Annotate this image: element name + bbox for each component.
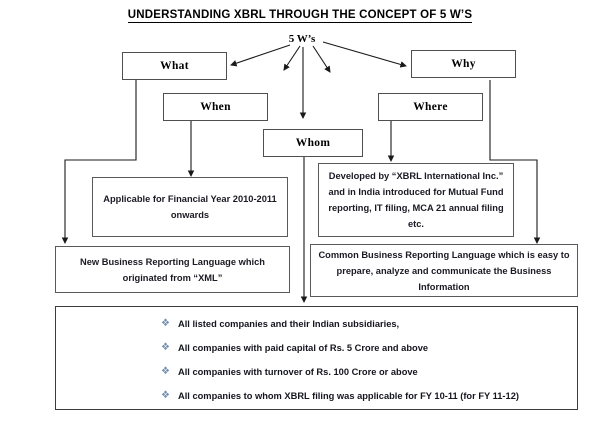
list-item: ❖ All companies with turnover of Rs. 100… (56, 364, 577, 388)
node-whom[interactable]: Whom (263, 129, 363, 157)
diamond-bullet-icon: ❖ (161, 342, 170, 353)
node-when-label: When (200, 101, 231, 113)
node-whom-label: Whom (295, 137, 331, 149)
whom-criteria-list: ❖ All listed companies and their Indian … (55, 306, 578, 410)
node-where[interactable]: Where (378, 93, 483, 121)
page-title-text: UNDERSTANDING XBRL THROUGH THE CONCEPT O… (127, 9, 473, 23)
list-item-label: All companies to whom XBRL filing was ap… (178, 391, 519, 401)
arrow-root-to-where-upper (312, 45, 331, 73)
node-why-label: Why (451, 58, 476, 70)
detail-what-text: New Business Reporting Language which or… (80, 256, 265, 283)
node-what-label: What (160, 60, 189, 72)
list-item-label: All companies with turnover of Rs. 100 C… (178, 367, 418, 377)
diamond-bullet-icon: ❖ (161, 366, 170, 377)
arrow-root-to-what (230, 44, 291, 67)
detail-box-when: Applicable for Financial Year 2010-2011 … (92, 177, 288, 237)
node-when[interactable]: When (163, 93, 268, 121)
detail-why-text: Common Business Reporting Language which… (318, 249, 570, 292)
node-why[interactable]: Why (411, 50, 516, 78)
node-what[interactable]: What (122, 52, 227, 80)
root-node-label: 5 W’s (288, 33, 316, 45)
detail-when-text: Applicable for Financial Year 2010-2011 … (103, 194, 277, 220)
node-where-label: Where (413, 101, 448, 113)
detail-box-where: Developed by “XBRL International Inc.” a… (318, 163, 514, 237)
detail-box-why: Common Business Reporting Language which… (310, 244, 578, 297)
list-item: ❖ All companies to whom XBRL filing was … (56, 388, 577, 412)
arrow-root-to-why (322, 41, 407, 68)
list-item-label: All listed companies and their Indian su… (178, 319, 400, 329)
list-item-label: All companies with paid capital of Rs. 5… (178, 343, 429, 353)
arrow-root-to-whom-upper (283, 45, 301, 71)
diamond-bullet-icon: ❖ (161, 390, 170, 401)
detail-where-text: Developed by “XBRL International Inc.” a… (328, 171, 504, 229)
diamond-bullet-icon: ❖ (161, 318, 170, 329)
page-title: UNDERSTANDING XBRL THROUGH THE CONCEPT O… (0, 9, 600, 23)
list-item: ❖ All companies with paid capital of Rs.… (56, 340, 577, 364)
list-item: ❖ All listed companies and their Indian … (56, 316, 577, 340)
detail-box-what: New Business Reporting Language which or… (55, 246, 290, 293)
